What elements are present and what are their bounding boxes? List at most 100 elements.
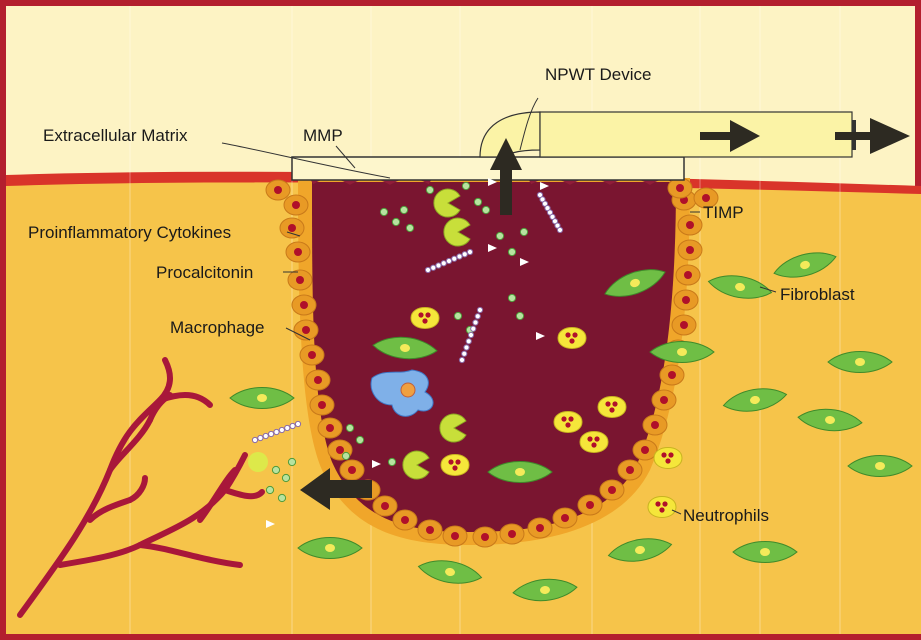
vessel-leak-cell (248, 452, 268, 472)
rim-cell-nucleus (641, 446, 649, 454)
cytokine-dot (508, 248, 515, 255)
neutrophil-granule (448, 459, 453, 464)
label-mmp: MMP (303, 126, 343, 145)
chain-bead (446, 258, 451, 263)
neutrophil-granule (662, 501, 667, 506)
rim-cell-nucleus (426, 526, 434, 534)
neutrophil-granule (569, 338, 574, 343)
chain-bead (252, 437, 257, 442)
chain-bead (475, 314, 480, 319)
neutrophil-granule (452, 465, 457, 470)
rim-cell-nucleus (651, 421, 659, 429)
neutrophil-cell (598, 397, 626, 418)
chain-bead (466, 339, 471, 344)
neutrophil-granule (594, 436, 599, 441)
label-macrophage: Macrophage (170, 318, 265, 337)
rim-cell-nucleus (314, 376, 322, 384)
label-neutrophils: Neutrophils (683, 506, 769, 525)
neutrophil-granule (425, 312, 430, 317)
rim-cell-nucleus (326, 424, 334, 432)
label-extracellular-matrix: Extracellular Matrix (43, 126, 188, 145)
neutrophil-granule (572, 332, 577, 337)
rim-cell-nucleus (348, 466, 356, 474)
rim-cell-nucleus (288, 224, 296, 232)
neutrophil-granule (665, 458, 670, 463)
neutrophil-granule (661, 452, 666, 457)
cytokine-dot (272, 466, 279, 473)
fibroblast-nucleus (855, 358, 865, 366)
neutrophil-granule (605, 401, 610, 406)
rim-cell-nucleus (451, 532, 459, 540)
chain-bead (477, 307, 482, 312)
cytokine-dot (482, 206, 489, 213)
neutrophil-cell (441, 455, 469, 476)
chain-bead (269, 431, 274, 436)
fibroblast-nucleus (515, 468, 525, 476)
rim-cell-nucleus (686, 221, 694, 229)
neutrophil-granule (422, 318, 427, 323)
rim-cell-nucleus (680, 321, 688, 329)
neutrophil-granule (659, 507, 664, 512)
cytokine-dot (406, 224, 413, 231)
rim-cell-nucleus (508, 530, 516, 538)
rim-cell-nucleus (302, 326, 310, 334)
chain-bead (441, 261, 446, 266)
chain-bead (557, 227, 562, 232)
rim-cell-nucleus (561, 514, 569, 522)
chain-bead (462, 351, 467, 356)
label-timp: TIMP (703, 203, 744, 222)
cytokine-dot (508, 294, 515, 301)
neutrophil-cell (654, 448, 682, 469)
chain-bead (473, 320, 478, 325)
rim-cell-nucleus (586, 501, 594, 509)
rim-cell-nucleus (481, 533, 489, 541)
neutrophil-granule (612, 401, 617, 406)
chain-bead (425, 267, 430, 272)
cytokine-dot (462, 182, 469, 189)
label-proinflammatory-cytokines: Proinflammatory Cytokines (28, 223, 231, 242)
chain-bead (285, 425, 290, 430)
npwt-drape (292, 157, 684, 180)
npwt-tube (540, 112, 852, 157)
neutrophil-granule (568, 416, 573, 421)
cytokine-dot (392, 218, 399, 225)
fibroblast-nucleus (325, 544, 335, 552)
cytokine-dot (388, 458, 395, 465)
neutrophil-cell (554, 412, 582, 433)
cytokine-dot (282, 474, 289, 481)
neutrophil-granule (587, 436, 592, 441)
label-procalcitonin: Procalcitonin (156, 263, 253, 282)
rim-cell-nucleus (660, 396, 668, 404)
cytokine-dot (278, 494, 285, 501)
rim-cell-nucleus (676, 184, 684, 192)
cytokine-dot (496, 232, 503, 239)
rim-cell-nucleus (702, 194, 710, 202)
chain-bead (279, 427, 284, 432)
neutrophil-granule (609, 407, 614, 412)
chain-bead (295, 421, 300, 426)
neutrophil-cell (648, 497, 676, 518)
rim-cell-nucleus (336, 446, 344, 454)
chain-bead (290, 423, 295, 428)
rim-cell-nucleus (668, 371, 676, 379)
neutrophil-granule (591, 442, 596, 447)
rim-cell-nucleus (401, 516, 409, 524)
neutrophil-granule (565, 422, 570, 427)
cytokine-dot (380, 208, 387, 215)
neutrophil-granule (561, 416, 566, 421)
cytokine-dot (346, 424, 353, 431)
neutrophil-cell (558, 328, 586, 349)
chain-bead (457, 254, 462, 259)
label-npwt-device: NPWT Device (545, 65, 651, 84)
rim-cell-nucleus (536, 524, 544, 532)
chain-bead (263, 433, 268, 438)
rim-cell-nucleus (682, 296, 690, 304)
cytokine-dot (474, 198, 481, 205)
cytokine-dot (342, 452, 349, 459)
cytokine-dot (288, 458, 295, 465)
wound-bed (312, 182, 676, 532)
rim-cell-nucleus (608, 486, 616, 494)
fibroblast-nucleus (875, 462, 885, 470)
